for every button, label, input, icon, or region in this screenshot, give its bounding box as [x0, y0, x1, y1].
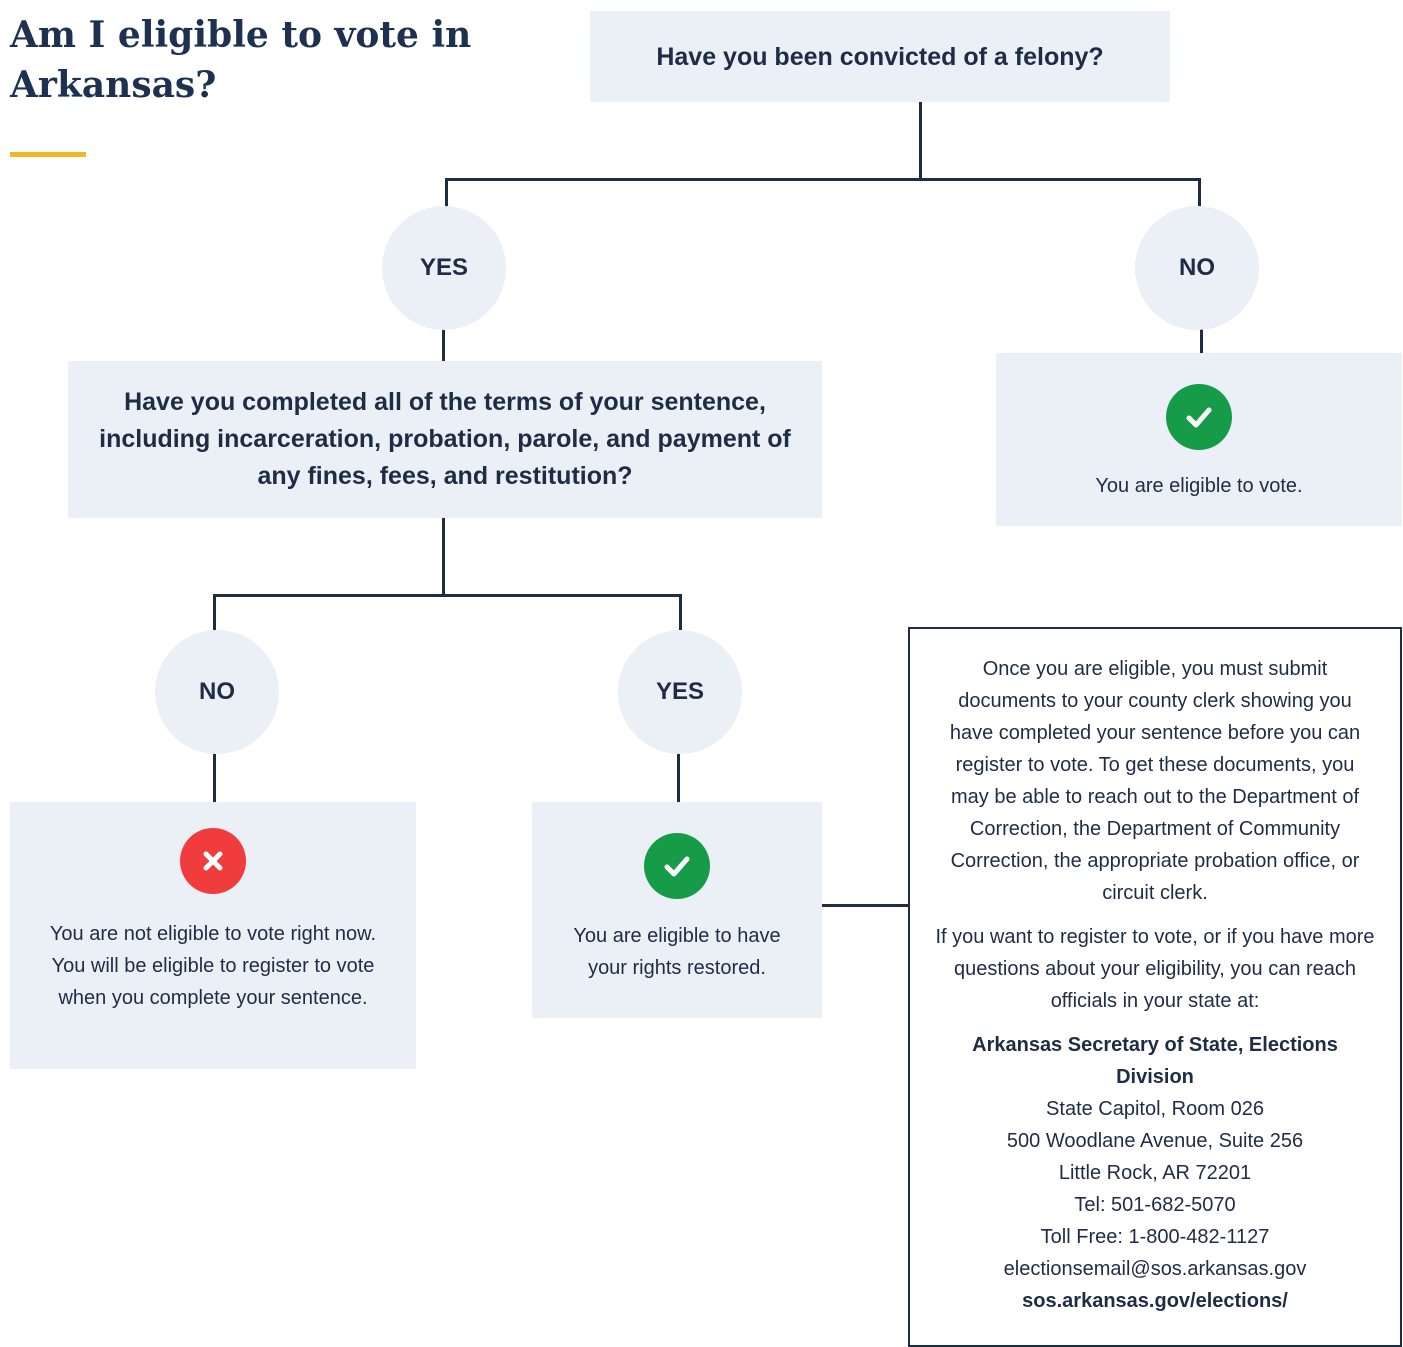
contact-phone: Tel: 501-682-5070 — [1074, 1194, 1236, 1216]
connector-q2-branch — [213, 594, 682, 597]
question-felony: Have you been convicted of a felony? — [590, 11, 1170, 102]
connector-no-to-eligible — [1200, 328, 1203, 354]
connector-yes-to-q2 — [442, 328, 445, 362]
result-rights-restored: You are eligible to have your rights res… — [532, 802, 822, 1018]
contact-address-line2: 500 Woodlane Avenue, Suite 256 — [1006, 1130, 1304, 1152]
question-sentence-complete-text: Have you completed all of the terms of y… — [99, 388, 791, 490]
result-eligible-to-vote: You are eligible to vote. — [996, 353, 1402, 526]
question-sentence-complete: Have you completed all of the terms of y… — [68, 361, 822, 518]
check-icon — [644, 833, 710, 899]
connector-q2-yes-drop — [679, 594, 682, 630]
result-not-eligible-text: You are not eligible to vote right now. … — [49, 923, 377, 1009]
connector-q1-no-drop — [1198, 178, 1201, 208]
title-accent-bar — [10, 152, 86, 157]
check-icon — [1166, 384, 1232, 450]
connector-q2-no-drop — [213, 594, 216, 630]
answer-no-sentence: NO — [155, 630, 279, 754]
contact-organization: Arkansas Secretary of State, Elections D… — [972, 1034, 1338, 1088]
info-paragraph-contact: If you want to register to vote, or if y… — [935, 926, 1375, 1012]
result-rights-restored-text: You are eligible to have your rights res… — [573, 925, 781, 979]
page-title: Am I eligible to vote in Arkansas? — [10, 14, 472, 106]
result-not-eligible: You are not eligible to vote right now. … — [10, 802, 416, 1069]
answer-yes-sentence: YES — [618, 630, 742, 754]
contact-toll-free: Toll Free: 1-800-482-1127 — [1040, 1226, 1270, 1248]
result-eligible-to-vote-text: You are eligible to vote. — [1095, 475, 1303, 497]
answer-no-felony: NO — [1135, 206, 1259, 330]
contact-email-link[interactable]: electionsemail@sos.arkansas.gov — [1003, 1258, 1307, 1280]
info-panel: Once you are eligible, you must submit d… — [908, 627, 1402, 1347]
question-felony-text: Have you been convicted of a felony? — [656, 42, 1104, 71]
answer-yes-felony: YES — [382, 206, 506, 330]
connector-restored-to-info — [821, 904, 909, 907]
connector-yes-to-restored — [677, 754, 680, 802]
contact-website-link[interactable]: sos.arkansas.gov/elections/ — [1022, 1290, 1288, 1312]
connector-q2-down — [442, 517, 445, 597]
connector-q1-branch — [445, 178, 1201, 181]
x-icon — [180, 828, 246, 894]
contact-address-line3: Little Rock, AR 72201 — [1058, 1162, 1252, 1184]
info-paragraph-documents: Once you are eligible, you must submit d… — [949, 658, 1361, 904]
connector-no-to-not-eligible — [213, 754, 216, 802]
connector-q1-yes-drop — [445, 178, 448, 208]
contact-address-line1: State Capitol, Room 026 — [1046, 1098, 1264, 1120]
connector-q1-down — [919, 101, 922, 181]
